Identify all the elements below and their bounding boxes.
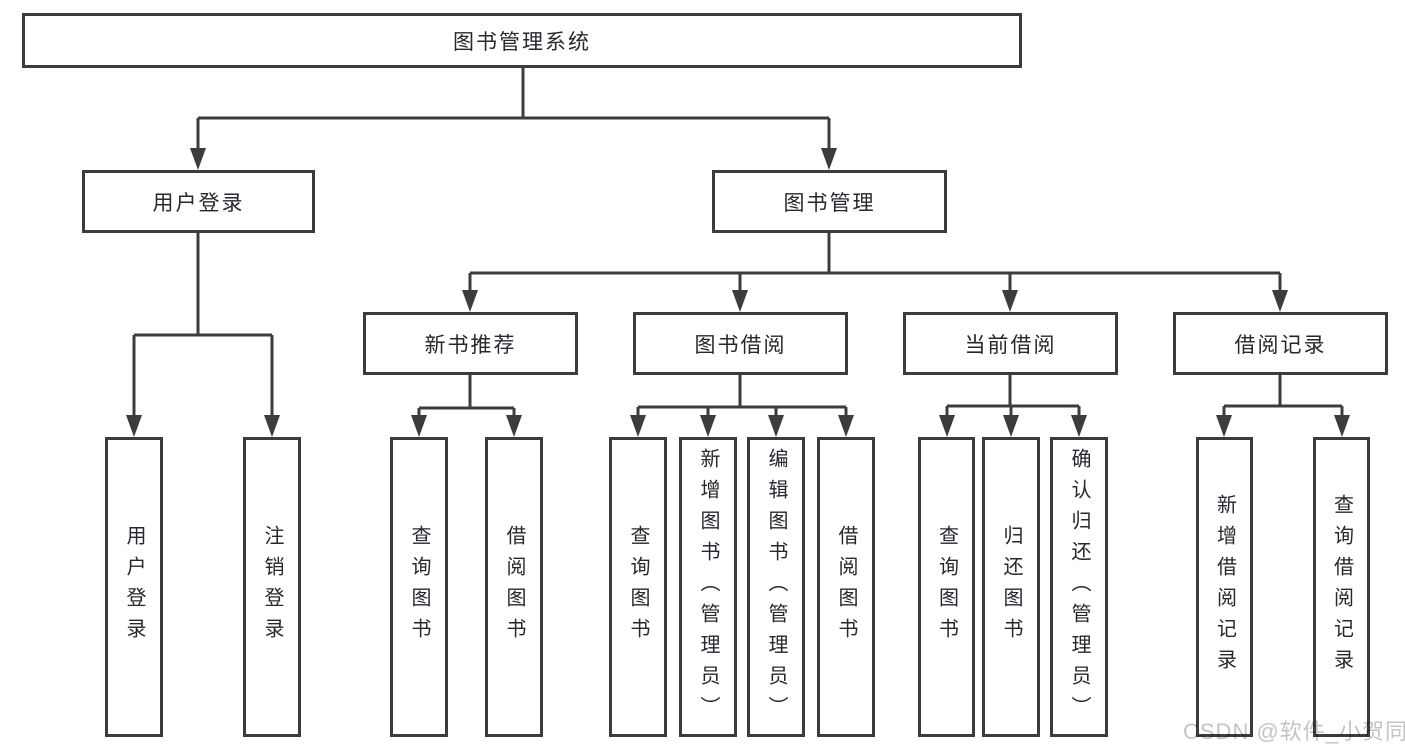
node-label: 图书借阅 bbox=[694, 333, 787, 357]
leaf-label: 新增图书（管理员） bbox=[697, 447, 719, 727]
leaf-label: 查询图书 bbox=[935, 525, 958, 649]
leaf-label: 注销登录 bbox=[261, 525, 283, 649]
leaf-label: 查询图书 bbox=[627, 525, 649, 649]
leaf-logout: 注销登录 bbox=[243, 437, 301, 737]
leaf-confirm-return-admin: 确认归还（管理员） bbox=[1050, 437, 1108, 737]
leaf-add-borrow-record: 新增借阅记录 bbox=[1196, 437, 1253, 737]
node-borrow-records: 借阅记录 bbox=[1173, 312, 1388, 375]
leaf-label: 借阅图书 bbox=[835, 525, 857, 649]
leaf-return-books: 归还图书 bbox=[982, 437, 1040, 737]
leaf-recommend-query-books: 查询图书 bbox=[390, 437, 448, 737]
node-current-borrow: 当前借阅 bbox=[903, 312, 1118, 375]
node-label: 借阅记录 bbox=[1234, 333, 1327, 357]
leaf-current-query-books: 查询图书 bbox=[918, 437, 975, 737]
leaf-label: 用户登录 bbox=[123, 525, 145, 649]
node-label: 图书管理系统 bbox=[453, 30, 591, 54]
leaf-recommend-borrow-books: 借阅图书 bbox=[485, 437, 543, 737]
node-book-management: 图书管理 bbox=[712, 170, 947, 233]
leaf-label: 编辑图书（管理员） bbox=[765, 447, 787, 727]
node-label: 新书推荐 bbox=[424, 333, 517, 357]
csdn-watermark: CSDN @软件_小贺同学 bbox=[1183, 719, 1405, 744]
leaf-borrow-query-books: 查询图书 bbox=[609, 437, 667, 737]
leaf-label: 确认归还（管理员） bbox=[1068, 447, 1090, 727]
node-label: 图书管理 bbox=[783, 191, 876, 215]
node-label: 用户登录 bbox=[152, 191, 245, 215]
leaf-borrow-borrow-books: 借阅图书 bbox=[817, 437, 875, 737]
leaf-label: 归还图书 bbox=[1000, 525, 1022, 649]
node-book-borrow: 图书借阅 bbox=[633, 312, 848, 375]
node-library-management-system: 图书管理系统 bbox=[22, 13, 1022, 68]
leaf-add-book-admin: 新增图书（管理员） bbox=[679, 437, 737, 737]
connector-paths bbox=[132, 68, 1344, 419]
node-user-login: 用户登录 bbox=[82, 170, 315, 233]
leaf-label: 新增借阅记录 bbox=[1213, 494, 1236, 680]
leaf-edit-book-admin: 编辑图书（管理员） bbox=[747, 437, 805, 737]
node-new-book-recommend: 新书推荐 bbox=[363, 312, 578, 375]
leaf-label: 借阅图书 bbox=[503, 525, 525, 649]
leaf-user-login: 用户登录 bbox=[105, 437, 163, 737]
leaf-label: 查询借阅记录 bbox=[1330, 494, 1353, 680]
leaf-query-borrow-record: 查询借阅记录 bbox=[1313, 437, 1370, 737]
arrowheads bbox=[126, 148, 1350, 437]
leaf-label: 查询图书 bbox=[408, 525, 430, 649]
node-label: 当前借阅 bbox=[964, 333, 1057, 357]
